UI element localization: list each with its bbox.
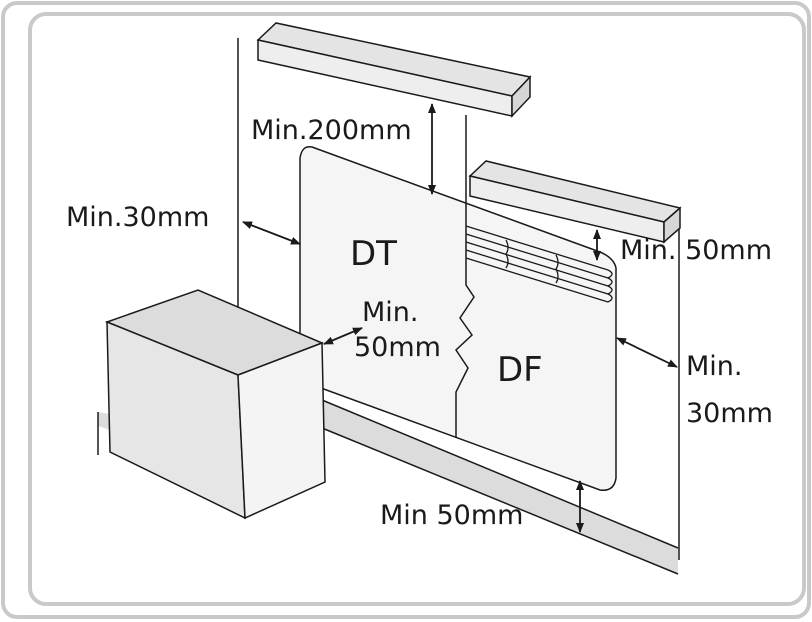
floor-line-lower — [321, 427, 679, 575]
right-clearance-label-line2: 30mm — [686, 398, 773, 429]
panel-break-line — [455, 160, 475, 438]
right-clearance-arrow — [616, 337, 678, 368]
obstacle-clearance-arrow — [323, 327, 363, 345]
df-label: DF — [497, 350, 543, 390]
left-clearance-arrow — [242, 221, 301, 245]
dt-label: DT — [350, 234, 397, 274]
right-clearance-label-line1: Min. — [686, 351, 743, 382]
right-shelf-side — [663, 206, 681, 244]
obstacle-clearance-label-line1: Min. — [362, 297, 419, 328]
top-clearance-label: Min.200mm — [251, 115, 412, 146]
inner-frame — [28, 12, 806, 606]
heater-panel — [299, 145, 617, 491]
floor-strip — [322, 400, 678, 574]
floor-line-upper — [321, 399, 679, 549]
obstacle-clearance-label-line2: 50mm — [354, 332, 441, 363]
obstacle-box-side — [237, 341, 326, 520]
shelf-clearance-label: Min. 50mm — [620, 235, 772, 266]
left-clearance-label: Min.30mm — [66, 202, 209, 233]
floor-clearance-label: Min 50mm — [380, 500, 523, 531]
floor-stub — [98, 412, 110, 430]
heater-grille — [465, 225, 613, 303]
top-shelf-side — [511, 75, 531, 118]
